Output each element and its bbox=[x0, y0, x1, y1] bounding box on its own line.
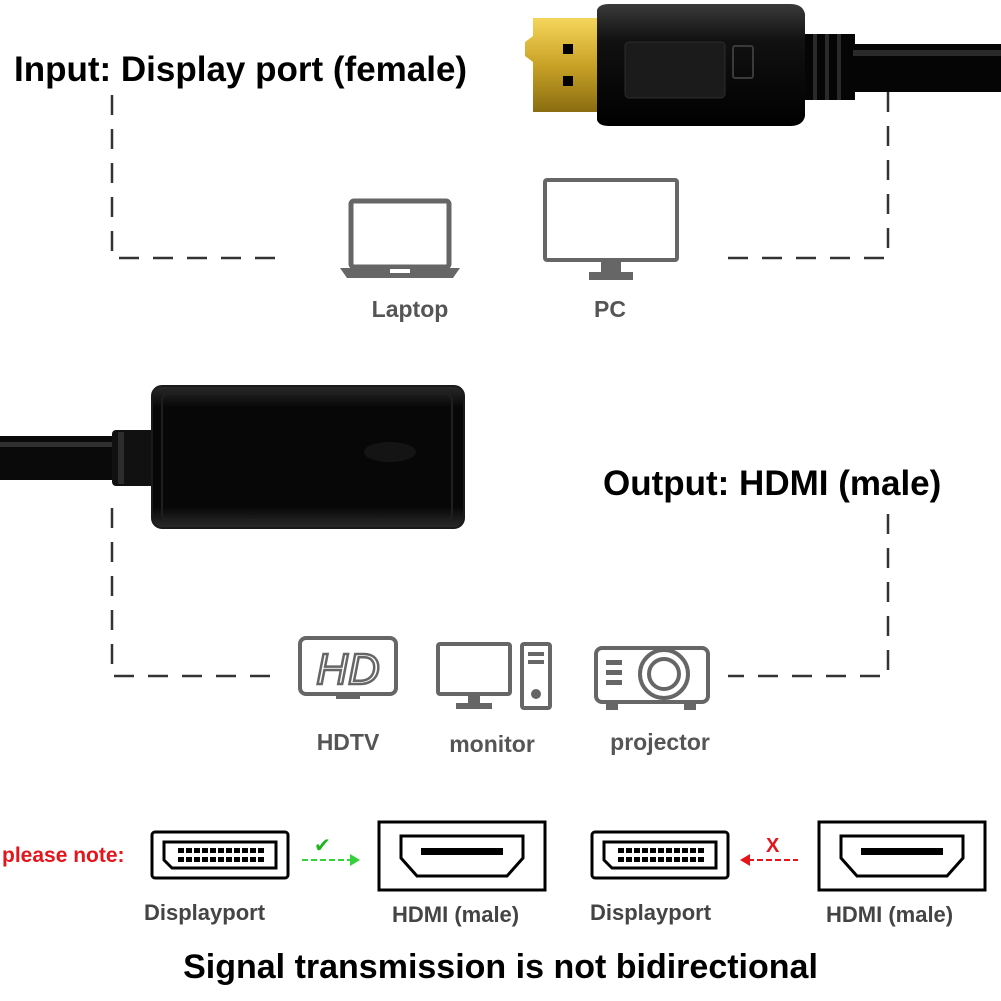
output-title: Output: HDMI (male) bbox=[603, 464, 942, 503]
displayport-port-icon-2 bbox=[590, 830, 730, 880]
input-title: Input: Display port (female) bbox=[14, 50, 468, 89]
projector-icon bbox=[594, 646, 710, 710]
displayport-label-2: Displayport bbox=[590, 900, 712, 925]
hdtv-label: HDTV bbox=[316, 729, 380, 755]
hdmi-port-icon bbox=[377, 820, 547, 892]
hdmi-label-2: HDMI (male) bbox=[826, 902, 954, 927]
hdtv-icon-text: HD bbox=[316, 645, 380, 694]
hdmi-port-icon-2 bbox=[817, 820, 987, 892]
displayport-port-icon bbox=[150, 830, 290, 880]
right-arrow-icon bbox=[302, 854, 360, 866]
hdtv-icon: HD bbox=[298, 636, 398, 699]
hdmi-label-1: HDMI (male) bbox=[392, 902, 520, 927]
hdmi-adapter-illustration bbox=[0, 385, 465, 529]
displayport-label-1: Displayport bbox=[144, 900, 266, 925]
footer-warning-text: Signal transmission is not bidirectional bbox=[183, 948, 818, 986]
check-mark-icon: ✔ bbox=[314, 835, 331, 857]
desktop-computer-icon bbox=[436, 642, 552, 710]
monitor-label: monitor bbox=[449, 731, 535, 757]
laptop-label: Laptop bbox=[371, 296, 449, 322]
please-note-label: please note: bbox=[2, 844, 125, 867]
projector-label: projector bbox=[610, 729, 710, 755]
pc-monitor-icon bbox=[543, 178, 679, 280]
left-arrow-icon bbox=[740, 854, 798, 866]
cross-mark-icon: X bbox=[766, 835, 780, 857]
pc-label: PC bbox=[594, 296, 626, 322]
displayport-connector-illustration bbox=[525, 4, 1001, 126]
laptop-icon bbox=[340, 198, 460, 278]
